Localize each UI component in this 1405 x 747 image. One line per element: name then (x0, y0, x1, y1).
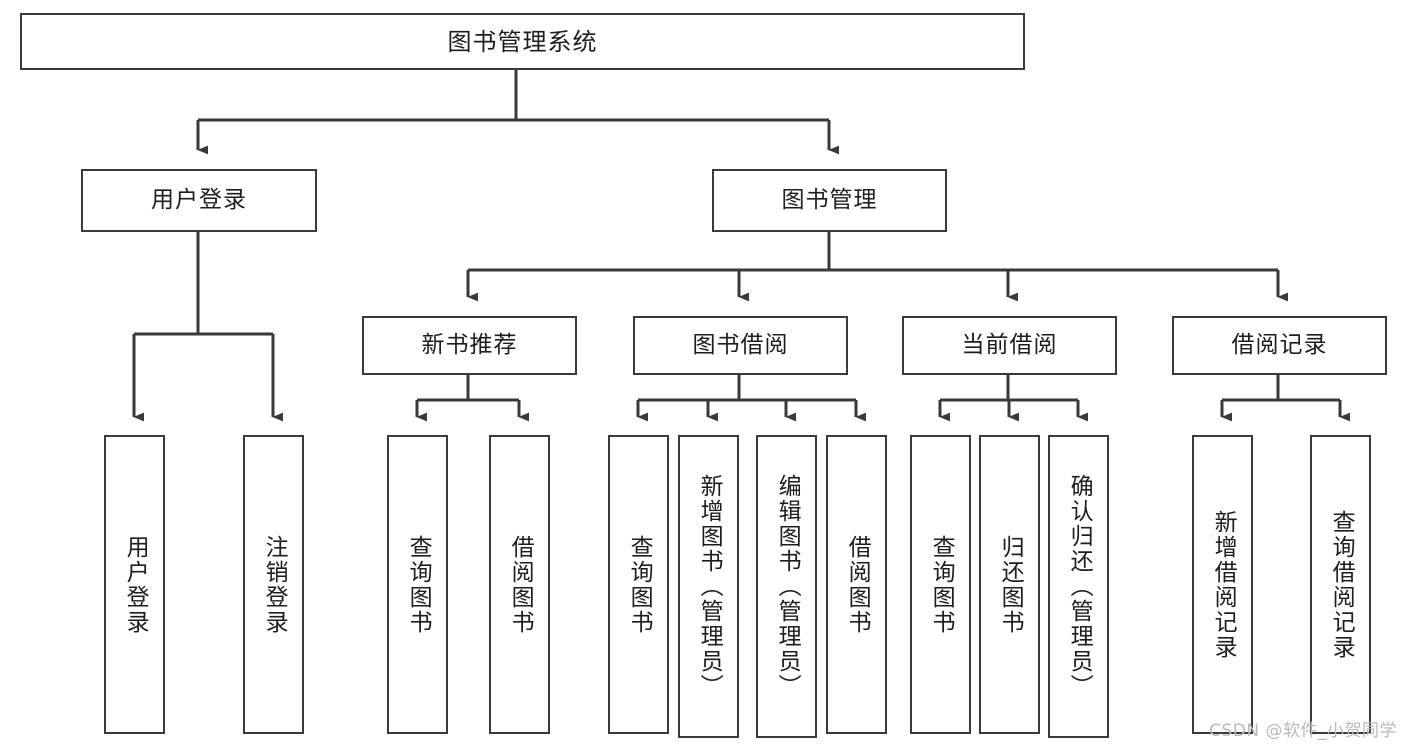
leaf-add-book-admin[interactable]: 新增图书（管理员） (678, 435, 739, 738)
node-label: 查询图书 (405, 534, 432, 635)
node-label: 新书推荐 (421, 332, 518, 358)
leaf-borrow-book-recommend[interactable]: 借阅图书 (489, 435, 550, 734)
node-root-book-management-system[interactable]: 图书管理系统 (20, 13, 1025, 70)
leaf-user-login[interactable]: 用户登录 (104, 435, 165, 734)
node-label: 查询图书 (626, 534, 653, 635)
node-label: 编辑图书（管理员） (774, 474, 801, 699)
watermark: CSDN @软件_小贺同学 (1209, 721, 1397, 741)
node-new-book-recommend[interactable]: 新书推荐 (362, 316, 577, 375)
leaf-query-book-current[interactable]: 查询图书 (910, 435, 971, 734)
leaf-query-book-recommend[interactable]: 查询图书 (387, 435, 448, 734)
leaf-edit-book-admin[interactable]: 编辑图书（管理员） (756, 435, 817, 738)
node-label: 确认归还（管理员） (1066, 474, 1093, 699)
leaf-borrow-book[interactable]: 借阅图书 (826, 435, 887, 734)
node-label: 新增借阅记录 (1210, 509, 1237, 660)
node-label: 用户登录 (122, 534, 149, 635)
leaf-query-borrow-record[interactable]: 查询借阅记录 (1310, 435, 1371, 734)
leaf-return-book[interactable]: 归还图书 (979, 435, 1040, 734)
leaf-query-book-borrow[interactable]: 查询图书 (608, 435, 669, 734)
node-label: 查询借阅记录 (1328, 509, 1355, 660)
node-book-management[interactable]: 图书管理 (712, 169, 947, 232)
node-user-login[interactable]: 用户登录 (81, 169, 317, 232)
leaf-add-borrow-record[interactable]: 新增借阅记录 (1192, 435, 1253, 734)
node-label: 借阅图书 (844, 534, 871, 635)
node-current-borrow[interactable]: 当前借阅 (902, 316, 1117, 375)
node-label: 图书管理 (781, 187, 878, 213)
node-label: 借阅图书 (507, 534, 534, 635)
node-label: 注销登录 (261, 534, 288, 635)
node-label: 借阅记录 (1231, 332, 1328, 358)
node-label: 用户登录 (151, 187, 247, 213)
node-borrow-record[interactable]: 借阅记录 (1172, 316, 1387, 375)
leaf-confirm-return-admin[interactable]: 确认归还（管理员） (1048, 435, 1109, 738)
node-label: 查询图书 (928, 534, 955, 635)
leaf-user-logout[interactable]: 注销登录 (243, 435, 304, 734)
node-label: 图书借阅 (692, 332, 789, 358)
node-book-borrow[interactable]: 图书借阅 (633, 316, 848, 375)
node-label: 归还图书 (997, 534, 1024, 635)
node-label: 当前借阅 (961, 332, 1058, 358)
node-label: 新增图书（管理员） (696, 474, 723, 699)
node-label: 图书管理系统 (447, 27, 598, 56)
